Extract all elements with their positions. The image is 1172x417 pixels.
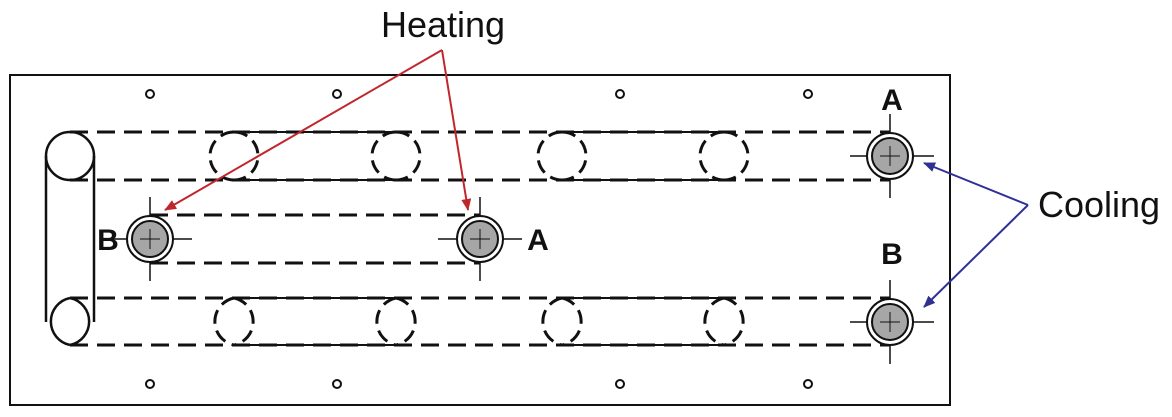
bottom-row-slots: [234, 297, 724, 346]
bottom-row-slot-ends: [213, 296, 745, 347]
mounting-holes: [145, 89, 813, 389]
cooling-arrows: [923, 162, 1029, 308]
plate-outline: [9, 74, 951, 406]
cooling-return-loop: [44, 130, 96, 347]
port-b-bottom: [850, 280, 934, 364]
heating-arrows: [164, 49, 472, 211]
mounting-hole-icon: [332, 379, 342, 389]
port-a-top: [850, 114, 934, 198]
mounting-hole-icon: [615, 89, 625, 99]
mounting-hole-icon: [803, 89, 813, 99]
port-b-bottom-label: B: [881, 238, 903, 271]
mounting-hole-icon: [615, 379, 625, 389]
heating-label: Heating: [381, 4, 505, 45]
port-b-mid: [110, 197, 192, 281]
port-a-mid: [438, 197, 522, 281]
port-b-mid-label: B: [97, 224, 119, 257]
mounting-hole-icon: [145, 379, 155, 389]
mounting-hole-icon: [803, 379, 813, 389]
cooling-label: Cooling: [1038, 184, 1160, 225]
top-row-slots: [234, 131, 724, 181]
mounting-hole-icon: [332, 89, 342, 99]
port-a-top-label: A: [881, 84, 903, 117]
port-a-mid-label: A: [527, 224, 549, 257]
top-row-slot-ends: [208, 130, 750, 182]
mounting-hole-icon: [145, 89, 155, 99]
heating-channel: [150, 213, 480, 265]
cooling-channel: [70, 130, 890, 347]
